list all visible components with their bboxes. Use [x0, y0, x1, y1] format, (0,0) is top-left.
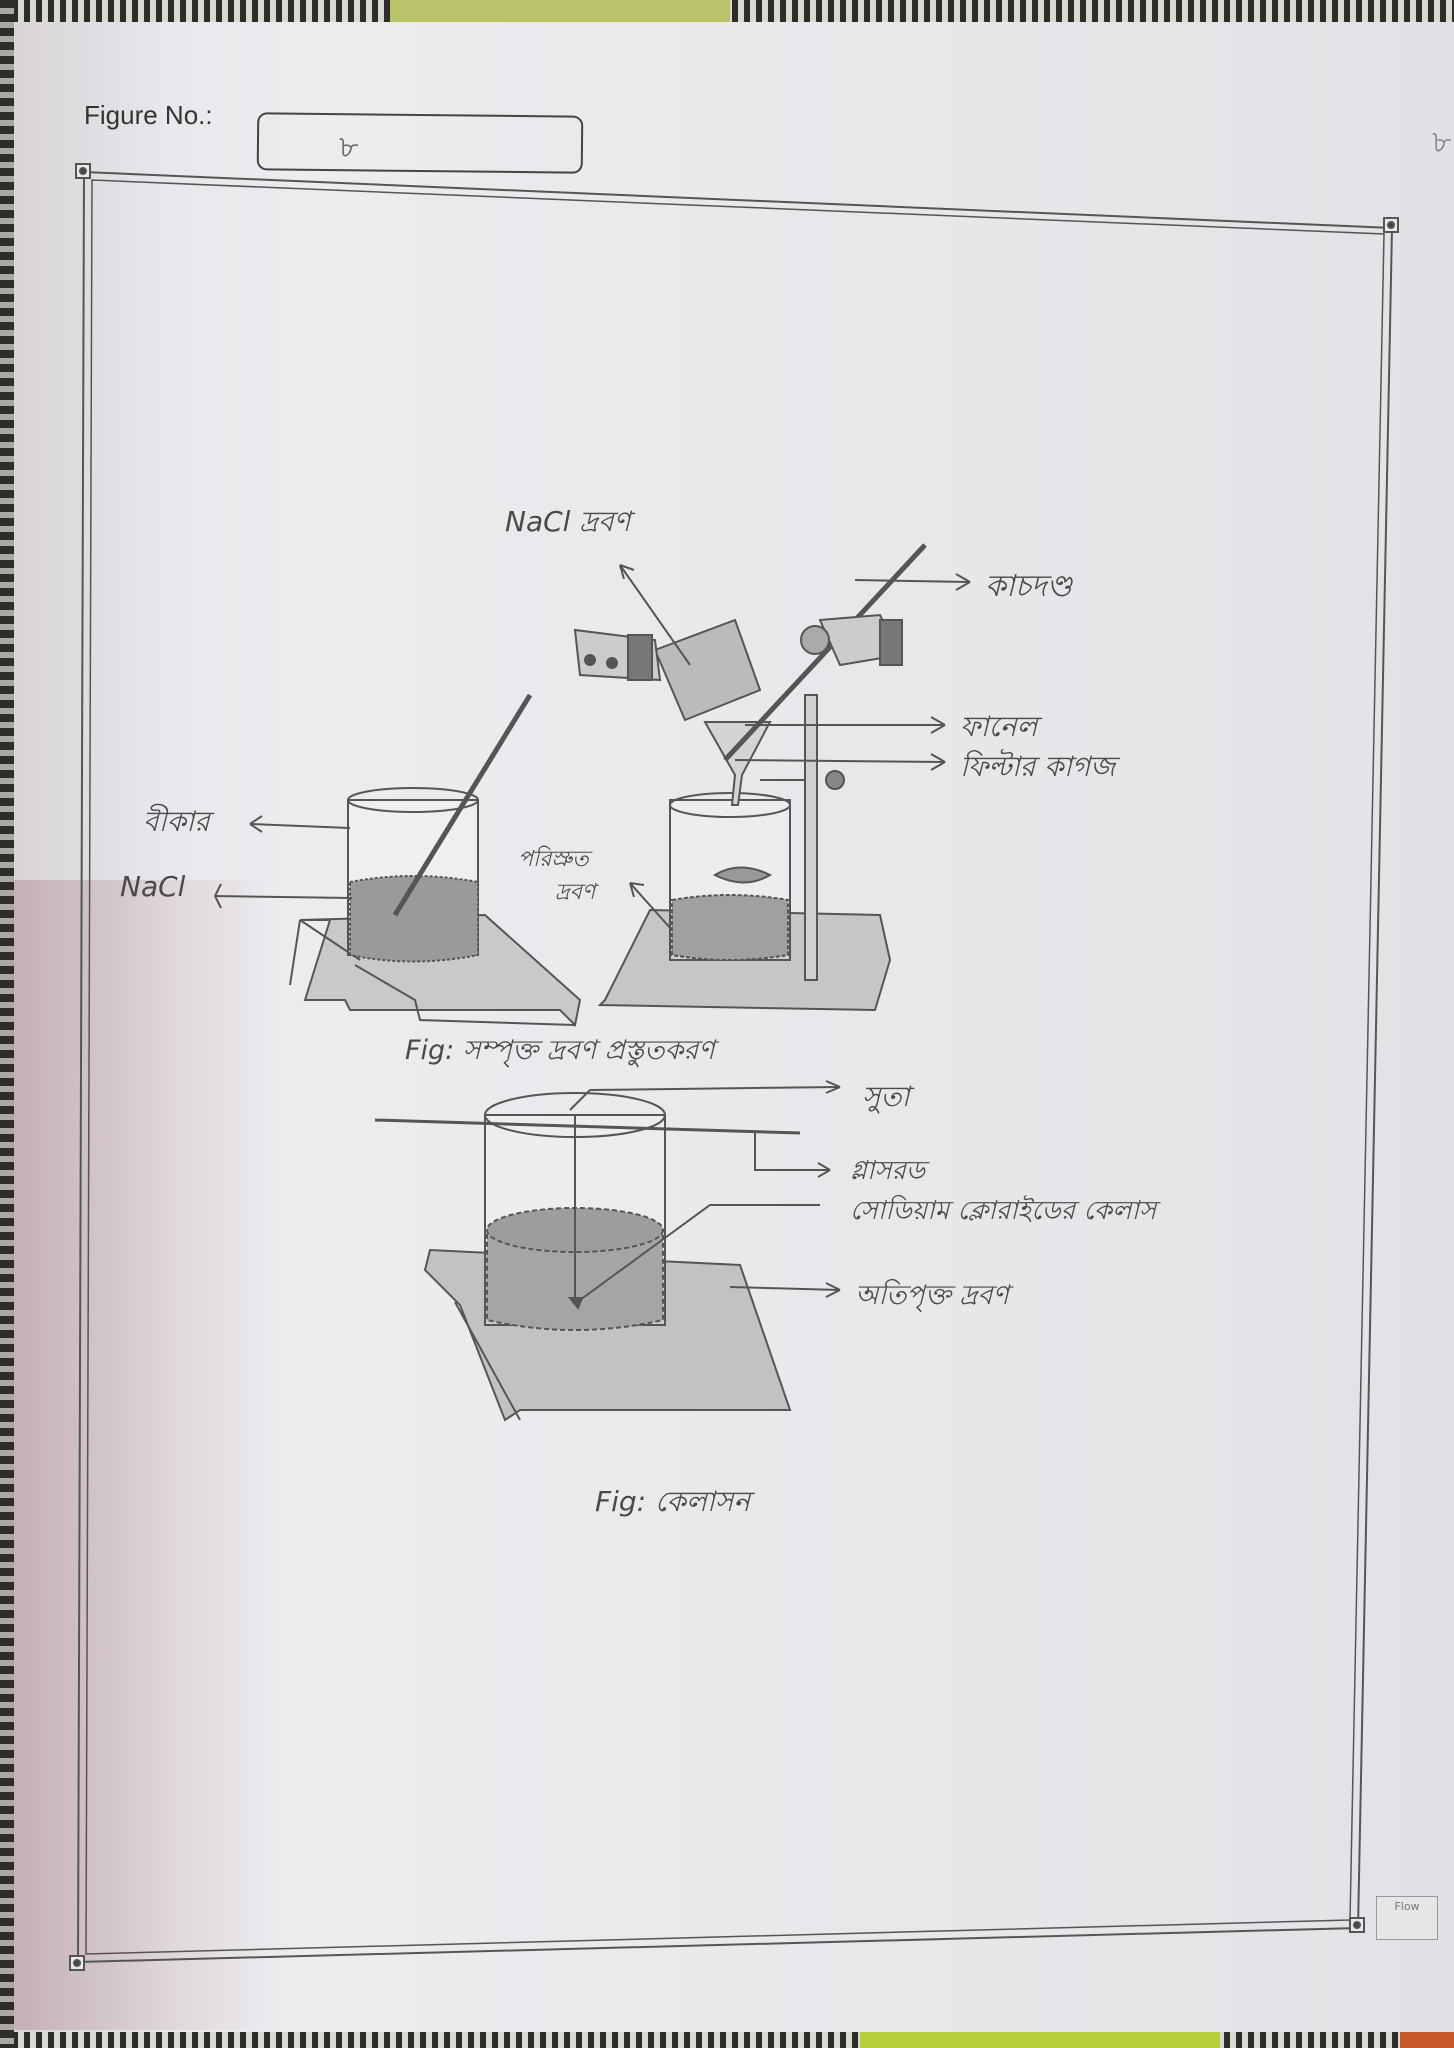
- page-corner-number: ৮: [1432, 125, 1452, 160]
- paper-sheet: [14, 22, 1454, 2032]
- caption-saturated-solution: Fig: সম্পৃক্ত দ্রবণ প্রস্তুতকরণ: [405, 1035, 715, 1066]
- label-nacl-solution: NaCl দ্রবণ: [505, 505, 631, 538]
- label-arrows: [214, 564, 971, 1301]
- hand-shadow: [14, 880, 274, 2030]
- background-left-edge: [0, 0, 14, 2048]
- caption-crystallization: Fig: কেলাসন: [595, 1485, 751, 1518]
- label-supersaturated-solution: অতিপৃক্ত দ্রবণ: [855, 1280, 1009, 1311]
- filtration-setup: [573, 543, 927, 1012]
- figure-frame: [69, 163, 1399, 1971]
- label-filter-paper: ফিল্টার কাগজ: [960, 750, 1116, 783]
- label-nacl-crystal: সোডিয়াম ক্লোরাইডের কেলাস: [850, 1196, 1157, 1226]
- label-funnel: ফানেল: [960, 710, 1038, 743]
- label-glass-rod-1: কাচদণ্ড: [985, 569, 1073, 604]
- beaker-with-nacl: [289, 693, 582, 1028]
- figure-number-label: Figure No.:: [84, 100, 213, 130]
- label-beaker: বীকার: [143, 805, 210, 838]
- label-thread: সুতা: [862, 1080, 910, 1113]
- brand-logo: Flow: [1376, 1896, 1438, 1940]
- crystallization-setup: [374, 1092, 801, 1422]
- label-glass-rod-2: গ্লাসরড: [850, 1156, 926, 1186]
- label-nacl: NaCl: [120, 870, 186, 903]
- label-filtered-solution-1: পরিস্রুত: [518, 847, 589, 872]
- label-filtered-solution-2: দ্রবণ: [555, 880, 596, 905]
